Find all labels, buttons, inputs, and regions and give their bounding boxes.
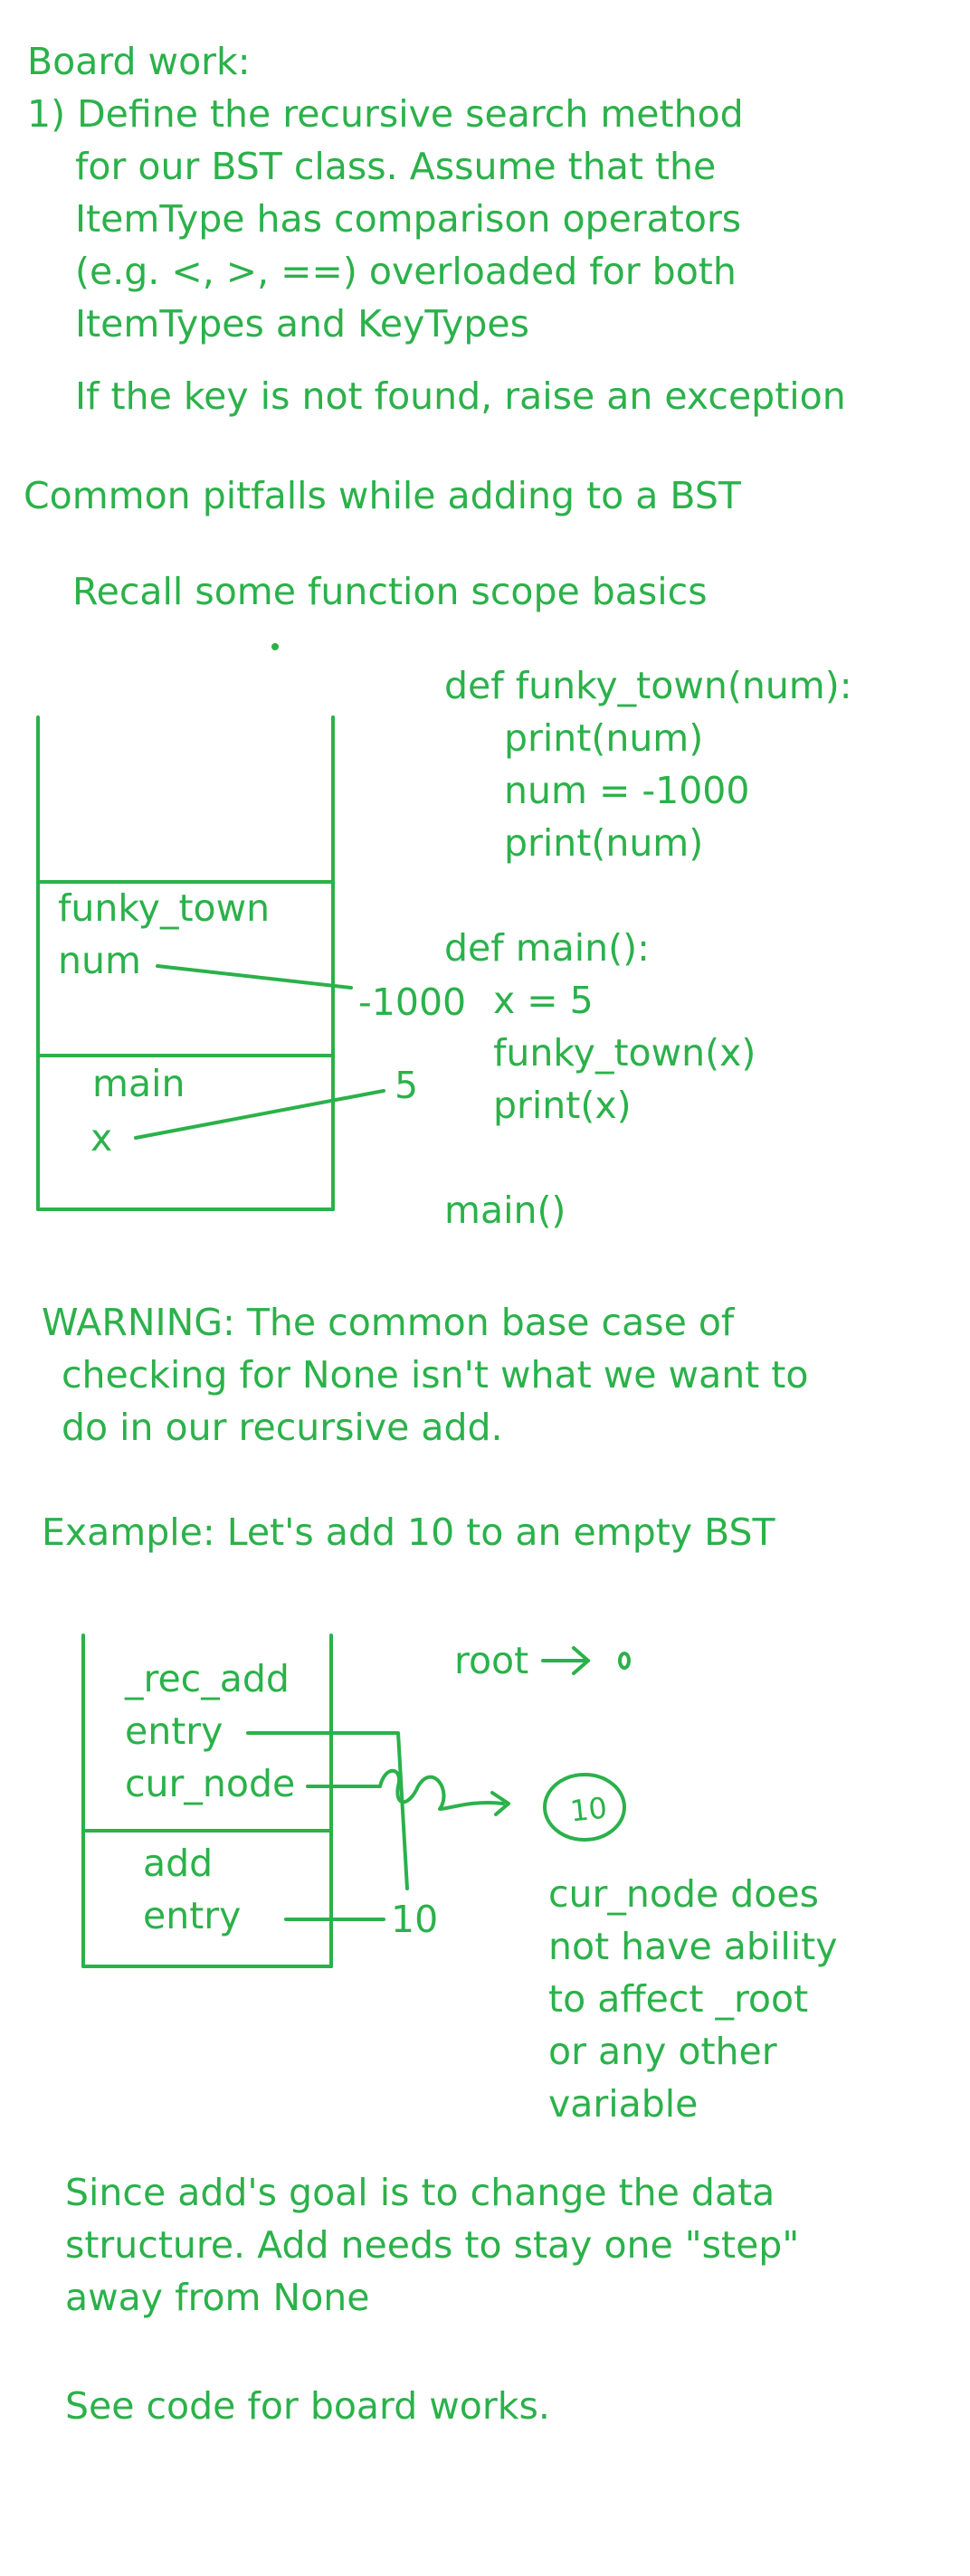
root-null-dot (618, 1652, 631, 1670)
code-line-num-assign: num = -1000 (504, 769, 750, 812)
code-line-call-main: main() (444, 1189, 566, 1232)
code-line-x-assign: x = 5 (493, 979, 594, 1022)
stack1-x-label: x (90, 1116, 113, 1160)
cur-node-note-line-1: cur_node does (548, 1872, 819, 1916)
stack2-cur-node-arrow (306, 1768, 505, 1811)
stack2-entry-value: 10 (391, 1898, 439, 1941)
root-label: root (454, 1639, 529, 1682)
board-work-heading: Board work: (27, 40, 251, 83)
scope-recall-note: Recall some function scope basics (72, 570, 708, 613)
stack1-num-arrow (156, 964, 353, 990)
example-text: Example: Let's add 10 to an empty BST (42, 1511, 775, 1554)
cur-node-note-line-2: not have ability (548, 1925, 838, 1968)
pitfalls-title: Common pitfalls while adding to a BST (24, 474, 741, 517)
stack1-num-label: num (58, 939, 141, 982)
cur-node-note-line-3: to affect _root (548, 1977, 809, 2021)
warning-line-3: do in our recursive add. (62, 1406, 503, 1449)
see-code-note: See code for board works. (65, 2384, 550, 2428)
task-line-4: (e.g. <, >, ==) overloaded for both (75, 250, 737, 293)
root-arrowhead (572, 1646, 590, 1675)
stack1-frame-main-label: main (92, 1062, 185, 1105)
stack2-cur-node-label: cur_node (125, 1762, 296, 1805)
new-node-circle (543, 1773, 626, 1842)
stack1-x-value: 5 (395, 1064, 419, 1107)
warning-line-1: WARNING: The common base case of (42, 1301, 735, 1344)
stack2-rec-add-entry-arrow (246, 1731, 409, 1890)
conclusion-line-2: structure. Add needs to stay one "step" (65, 2223, 800, 2267)
conclusion-line-1: Since add's goal is to change the data (65, 2171, 775, 2214)
task-line-3: ItemType has comparison operators (75, 197, 742, 241)
code-line-print-x: print(x) (493, 1084, 632, 1127)
cur-node-note-line-5: variable (548, 2082, 699, 2126)
stack2-frame-rec-add-label: _rec_add (125, 1657, 290, 1700)
warning-line-2: checking for None isn't what we want to (62, 1353, 809, 1397)
code-line-def-main: def main(): (444, 926, 650, 970)
code-line-def-funky-town: def funky_town(num): (444, 664, 852, 707)
code-line-print-num-2: print(num) (504, 821, 704, 865)
new-node-label: 10 (568, 1791, 608, 1829)
task-line-2: for our BST class. Assume that the (75, 145, 717, 188)
stack1-num-value: -1000 (358, 980, 467, 1024)
conclusion-line-3: away from None (65, 2276, 370, 2319)
code-line-call-funky-town: funky_town(x) (493, 1031, 756, 1075)
stack2-cur-node-arrowhead (490, 1791, 510, 1816)
stack2-entry-label: entry (125, 1709, 223, 1753)
stack1-frame-funky-town-label: funky_town (58, 886, 271, 930)
cur-node-note-line-4: or any other (548, 2030, 777, 2073)
stack2-add-entry-label: entry (143, 1894, 242, 1937)
stray-dot (271, 643, 279, 650)
code-line-print-num-1: print(num) (504, 716, 704, 760)
task-line-1: 1) Define the recursive search method (27, 92, 744, 136)
exception-note: If the key is not found, raise an except… (75, 374, 846, 418)
stack2-frame-add-label: add (143, 1842, 214, 1885)
task-line-5: ItemTypes and KeyTypes (75, 302, 529, 346)
